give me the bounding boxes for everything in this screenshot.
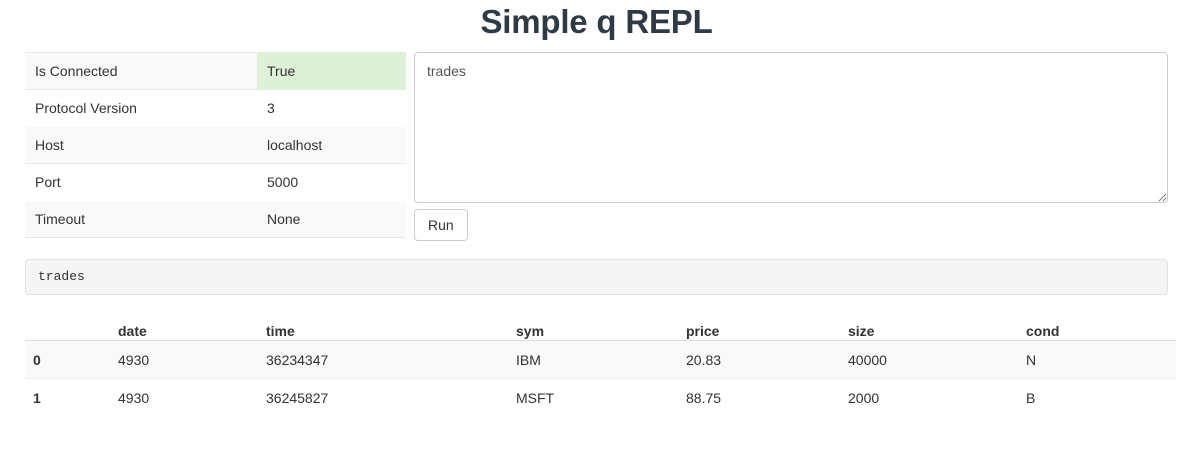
table-row: Port 5000 — [25, 163, 406, 201]
cell-date: 4930 — [118, 378, 266, 417]
connection-key-port: Port — [25, 163, 257, 201]
table-row: 0 4930 36234347 IBM 20.83 40000 N — [25, 340, 1176, 379]
column-header-date: date — [118, 323, 147, 339]
cell-date: 4930 — [118, 340, 266, 379]
column-header-cond: cond — [1026, 323, 1060, 339]
query-input[interactable] — [414, 52, 1168, 203]
connection-key-timeout: Timeout — [25, 200, 257, 238]
connection-value-timeout: None — [257, 200, 406, 238]
connection-info-table: Is Connected True Protocol Version 3 Hos… — [25, 52, 406, 238]
cell-size: 40000 — [848, 340, 1026, 379]
connection-value-port: 5000 — [257, 163, 406, 201]
connection-value-host: localhost — [257, 126, 406, 164]
cell-cond: B — [1026, 378, 1176, 417]
connection-value-is-connected: True — [257, 52, 406, 90]
cell-time: 36245827 — [266, 378, 516, 417]
column-header-price: price — [686, 323, 720, 339]
connection-value-protocol-version: 3 — [257, 89, 406, 127]
table-row: 1 4930 36245827 MSFT 88.75 2000 B — [25, 378, 1176, 417]
column-header-size: size — [848, 323, 875, 339]
connection-key-host: Host — [25, 126, 257, 164]
column-header-index — [25, 308, 118, 341]
table-row: Is Connected True — [25, 52, 406, 90]
result-table-head: date time sym price size cond — [25, 308, 1176, 341]
column-header-time: time — [266, 323, 295, 339]
result-table-body: 0 4930 36234347 IBM 20.83 40000 N 1 4930… — [25, 340, 1176, 417]
cell-sym: MSFT — [516, 378, 686, 417]
cell-time: 36234347 — [266, 340, 516, 379]
result-table-header-row: date time sym price size cond — [25, 308, 1176, 341]
editor-panel: Run — [414, 52, 1168, 241]
column-header-sym: sym — [516, 323, 545, 339]
table-row: Timeout None — [25, 200, 406, 238]
run-button[interactable]: Run — [414, 209, 468, 241]
cell-cond: N — [1026, 340, 1176, 379]
top-section: Is Connected True Protocol Version 3 Hos… — [0, 52, 1193, 242]
row-index: 1 — [25, 378, 118, 417]
table-row: Host localhost — [25, 126, 406, 164]
page-title: Simple q REPL — [480, 3, 713, 40]
table-row: Protocol Version 3 — [25, 89, 406, 127]
cell-size: 2000 — [848, 378, 1026, 417]
result-table: date time sym price size cond 0 4930 362… — [25, 308, 1176, 417]
connection-key-protocol-version: Protocol Version — [25, 89, 257, 127]
connection-key-is-connected: Is Connected — [25, 52, 257, 90]
executed-query-echo: trades — [25, 259, 1168, 295]
connection-info-body: Is Connected True Protocol Version 3 Hos… — [25, 52, 406, 238]
cell-sym: IBM — [516, 340, 686, 379]
row-index: 0 — [25, 340, 118, 379]
cell-price: 20.83 — [686, 340, 848, 379]
cell-price: 88.75 — [686, 378, 848, 417]
